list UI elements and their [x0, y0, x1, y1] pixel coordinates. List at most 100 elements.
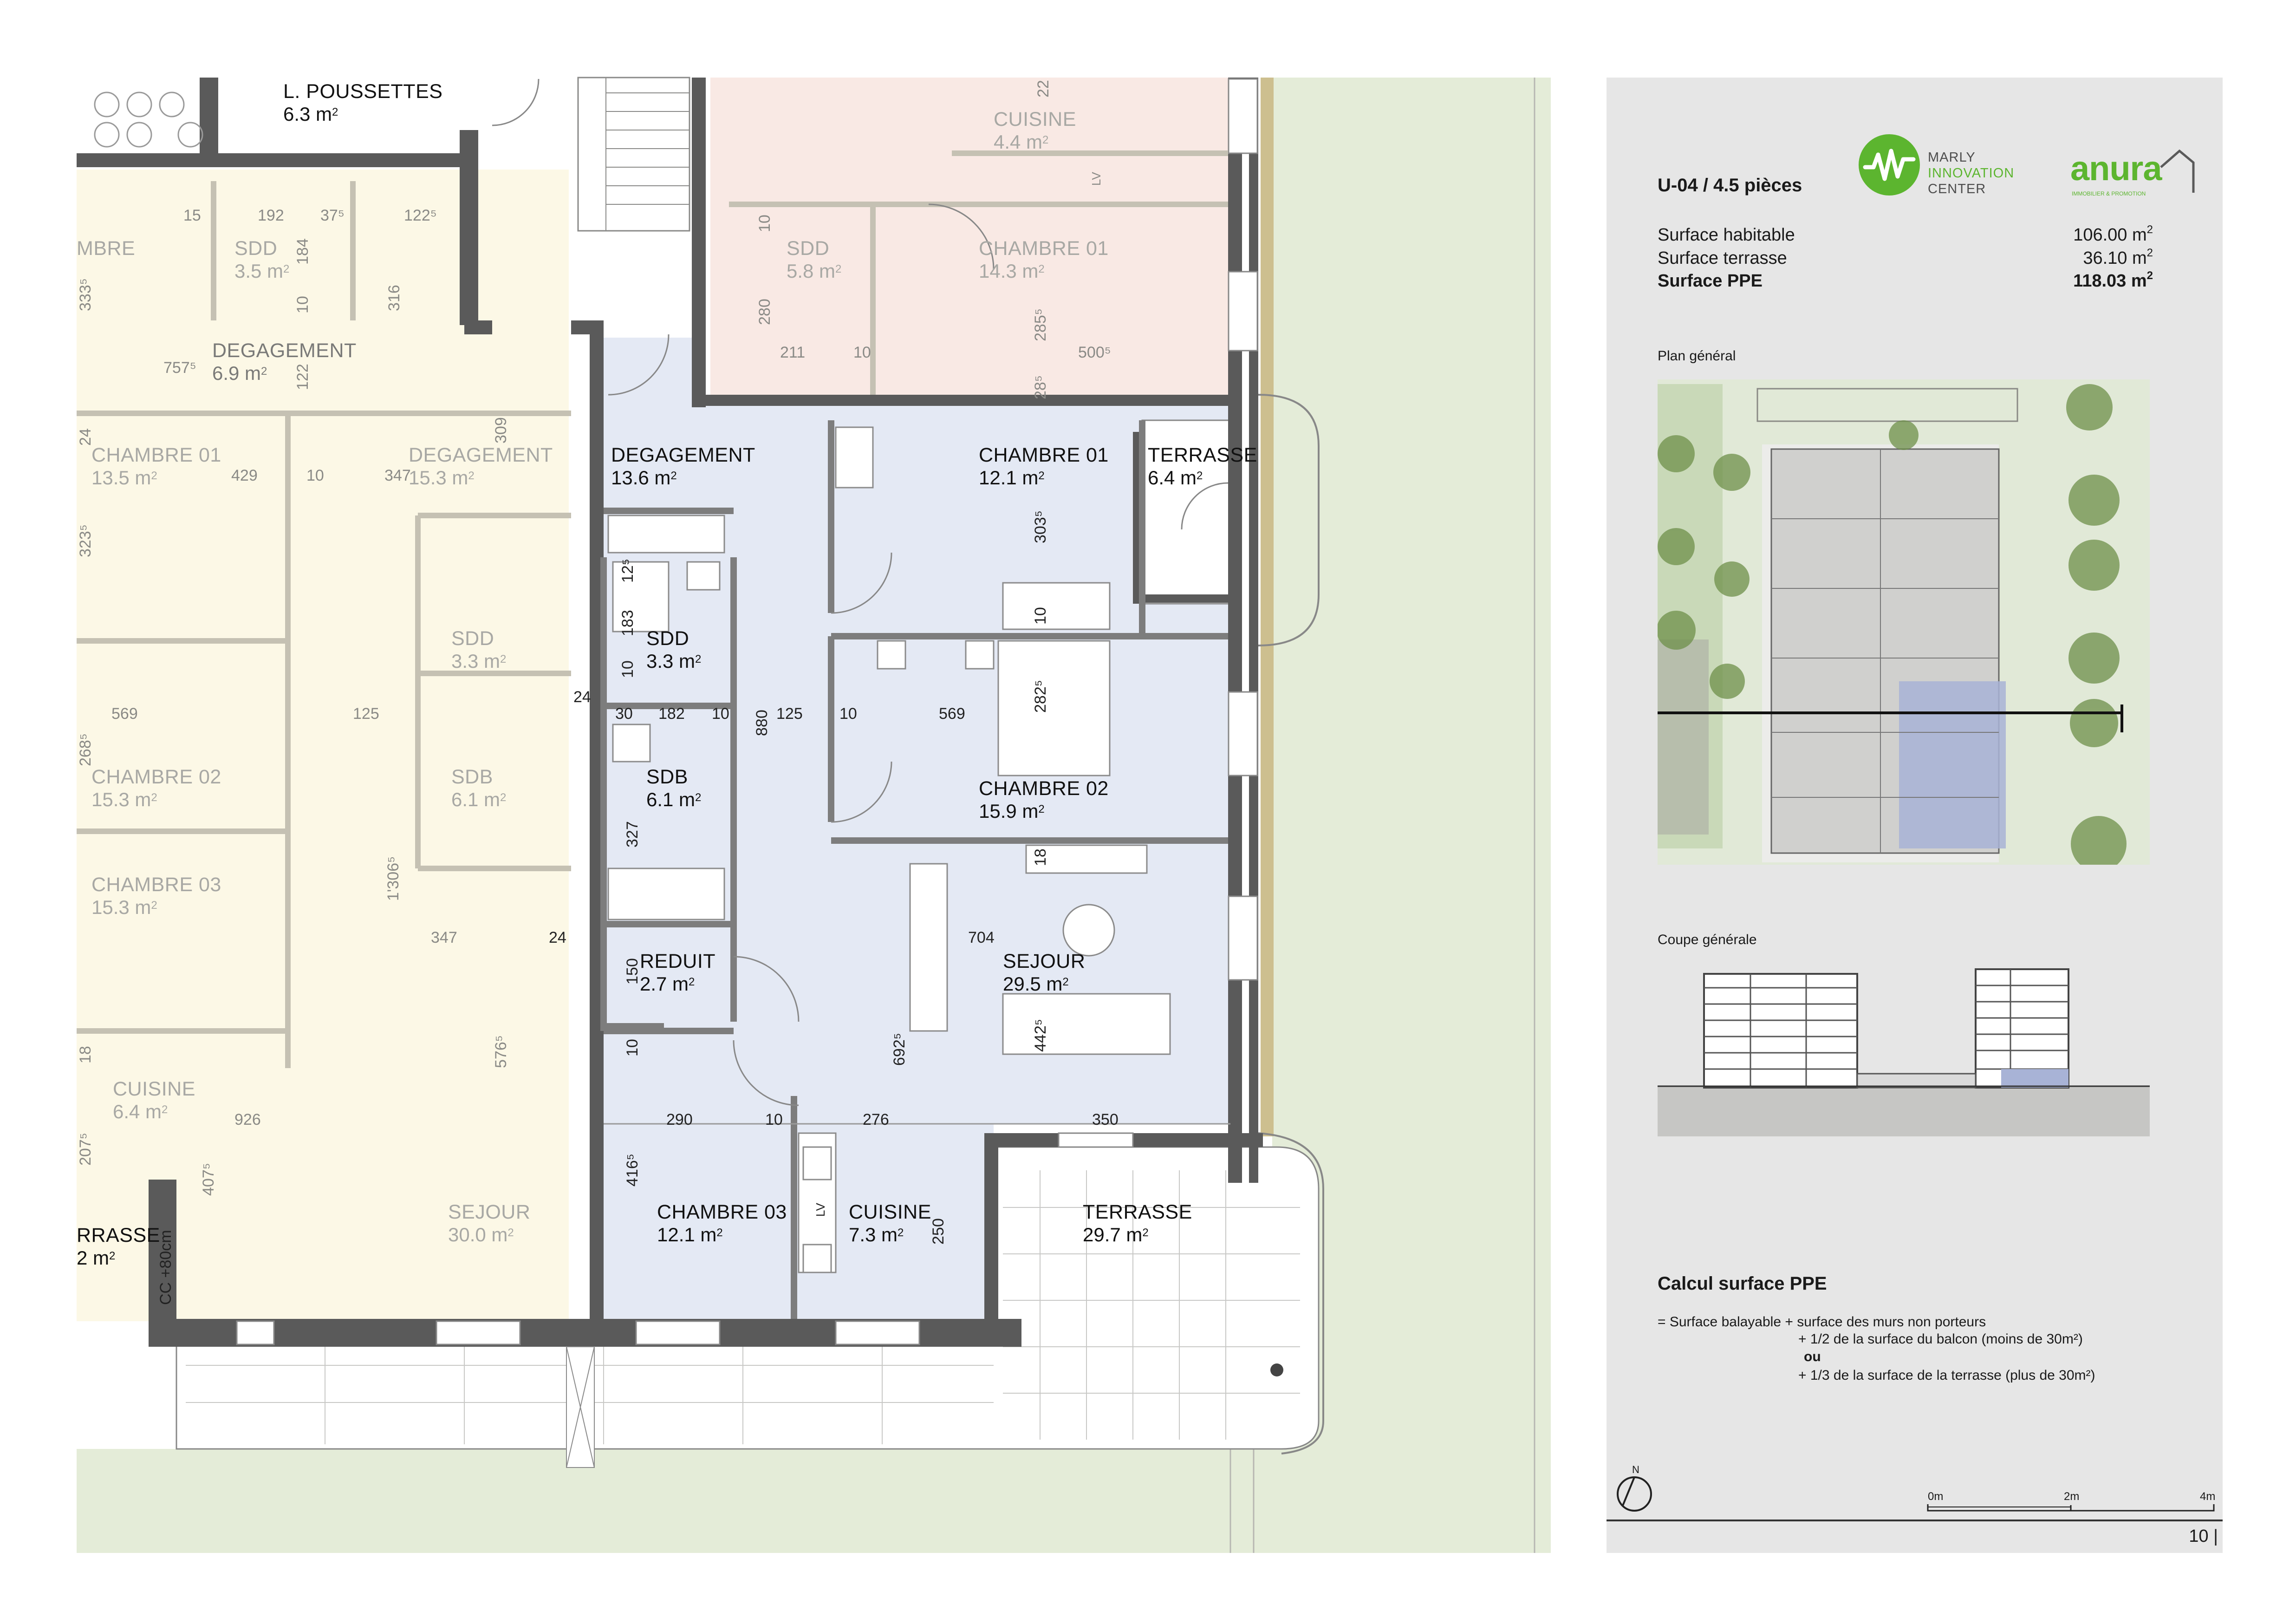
dim: 24 [77, 428, 94, 446]
info-panel: U-04 / 4.5 pièces MARLY INNOVATION CENTE… [1607, 78, 2223, 1553]
dim: 18 [77, 1046, 94, 1063]
dim: LV [1089, 172, 1103, 186]
dim: 150 [624, 958, 641, 985]
scale-bar [1927, 1504, 2215, 1512]
dim: 10 [756, 215, 774, 232]
marly-logo-icon [1859, 134, 1920, 196]
dim: 442⁵ [1032, 1019, 1049, 1052]
dim: 10 [306, 467, 324, 484]
dim: 407⁵ [200, 1163, 217, 1196]
anura-subtitle: IMMOBILIER & PROMOTION [2072, 190, 2146, 197]
dim: CC +80cm [157, 1230, 175, 1305]
footer-rule [1607, 1520, 2223, 1521]
site-plan-thumbnail [1658, 379, 2150, 865]
dim: 125 [353, 705, 379, 723]
section-thumbnail [1658, 968, 2150, 1136]
north-label: N [1632, 1464, 1639, 1475]
brand-name-line-2: INNOVATION [1928, 166, 2015, 181]
dim: 347 [431, 929, 457, 946]
dim: 122 [294, 364, 312, 390]
dim: 569 [111, 705, 138, 723]
dim: 569 [939, 705, 965, 723]
dim: 429 [231, 467, 258, 484]
dim: 15 [183, 207, 201, 224]
terrace-large [176, 1146, 1320, 1450]
dim: 28⁵ [1032, 375, 1049, 399]
coupe-generale-caption: Coupe générale [1658, 932, 1757, 947]
dim: 757⁵ [163, 359, 196, 377]
plan-general-caption: Plan général [1658, 348, 1736, 364]
calc-line-3: ou [1804, 1349, 1821, 1364]
dim: 880 [753, 710, 771, 736]
dim: 22 [1034, 80, 1052, 98]
dim: 183 [619, 610, 637, 636]
dim: 704 [968, 929, 995, 946]
dim: 30 [615, 705, 633, 723]
calc-line-1: = Surface balayable + surface des murs n… [1658, 1314, 1986, 1330]
dim: 250 [930, 1218, 947, 1245]
stair-block [577, 77, 690, 232]
anura-logo: anura [2070, 149, 2162, 188]
brand-name-line-3: CENTER [1928, 182, 1986, 196]
dim: 576⁵ [492, 1035, 510, 1068]
dim: LV [813, 1203, 827, 1217]
floor-plan [77, 77, 1551, 1553]
dim: 10 [1032, 607, 1049, 625]
dim: 323⁵ [77, 524, 94, 557]
dim: 1'306⁵ [384, 856, 402, 901]
calc-title: Calcul surface PPE [1658, 1273, 1827, 1294]
dim: 192 [258, 207, 284, 224]
dim: 10 [839, 705, 857, 723]
dim: 327 [624, 821, 641, 848]
north-arrow-icon [1617, 1476, 1652, 1512]
dim: 207⁵ [77, 1133, 94, 1166]
lawn-bottom [77, 1449, 1272, 1553]
label-surface-terrasse: Surface terrasse [1658, 248, 1787, 268]
dim: 309 [492, 417, 510, 444]
dim: 268⁵ [77, 733, 94, 766]
page-number: 10 | [2189, 1526, 2218, 1546]
dim: 10 [712, 705, 729, 723]
value-surface-terrasse: 36.10 m2 [2083, 247, 2153, 268]
dim: 290 [666, 1111, 693, 1128]
calc-line-2: + 1/2 de la surface du balcon (moins de … [1798, 1331, 2083, 1347]
dim: 500⁵ [1078, 344, 1111, 361]
dim: 350 [1092, 1111, 1119, 1128]
dim: 280 [756, 299, 774, 325]
room-label-chambre-left: MBRE [77, 237, 136, 260]
anura-roof-icon [2160, 149, 2195, 193]
calc-line-4: + 1/3 de la surface de la terrasse (plus… [1798, 1368, 2095, 1383]
dim: 182 [658, 705, 685, 723]
dim: 282⁵ [1032, 680, 1049, 713]
dim: 37⁵ [320, 207, 345, 224]
neighbour-top-fill [710, 78, 1230, 405]
label-surface-ppe: Surface PPE [1658, 271, 1763, 291]
dim: 416⁵ [624, 1154, 641, 1187]
scale-label-4: 4m [2200, 1490, 2216, 1503]
dim: 18 [1032, 848, 1049, 866]
scale-label-2: 2m [2064, 1490, 2080, 1503]
dim: 926 [234, 1111, 261, 1128]
dim: 10 [853, 344, 871, 361]
dim: 303⁵ [1032, 510, 1049, 543]
dim: 10 [619, 660, 637, 678]
neighbour-left-fill [77, 170, 569, 1321]
dim: 122⁵ [404, 207, 437, 224]
dim: 10 [765, 1111, 783, 1128]
